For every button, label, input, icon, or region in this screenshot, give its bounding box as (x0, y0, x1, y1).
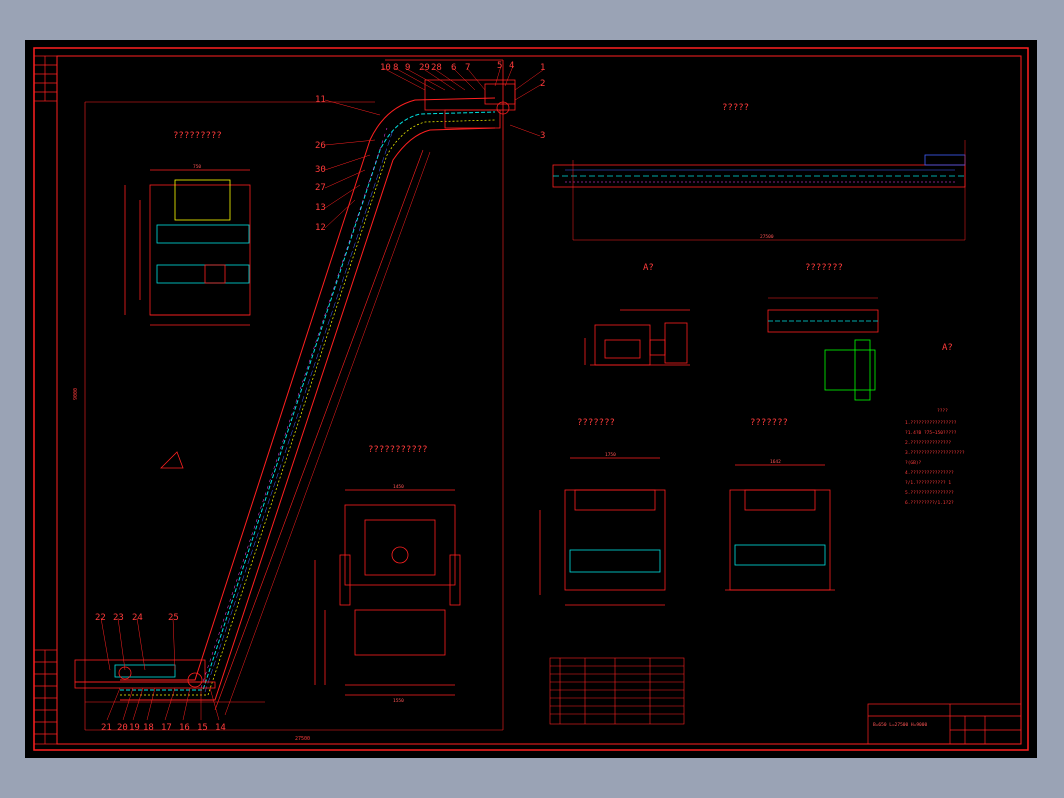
pn-26: 26 (315, 141, 326, 151)
main-elevation-dims (84, 101, 504, 731)
outer-frame (33, 47, 1029, 751)
note-8: 6.?????????/1.1?2? (905, 500, 954, 506)
caption-bottom-2: ??????? (750, 418, 788, 428)
note-5: 4.???????????????? (905, 470, 954, 476)
pn-4: 4 (509, 61, 514, 71)
pn-14: 14 (215, 723, 226, 733)
bottom-section-1 (539, 457, 666, 606)
pn-16: 16 (179, 723, 190, 733)
part-numbers-bottom: 22 23 24 25 21 20 19 18 17 16 15 14 (95, 613, 226, 733)
note-4: ?(GB)? (905, 460, 922, 466)
pn-21: 21 (101, 723, 112, 733)
b2-dim-w6: 1642 (770, 459, 781, 465)
left-leaders (324, 99, 381, 229)
left-strip-bottom (33, 649, 58, 745)
inner-frame (56, 55, 1022, 745)
technical-notes: ???? 1.????????????????? ?1.4?B ?75~150?… (905, 408, 965, 506)
pn-27: 27 (315, 183, 326, 193)
pn-22: 22 (95, 613, 106, 623)
caption-bottom-1: ??????? (577, 418, 615, 428)
bottom-leaders (100, 617, 220, 721)
note-2: 2.??????????????? (905, 440, 951, 446)
left-strip-top (33, 55, 58, 102)
notes-title: ???? (937, 408, 948, 414)
note-1: ?1.4?B ?75~150????? (905, 430, 957, 436)
dim-overall-length: 27500 (295, 736, 310, 742)
direction-icon (160, 451, 184, 469)
note-7: 5.???????????????? (905, 490, 954, 496)
pn-2: 2 (540, 79, 545, 89)
pn-7: 7 (465, 63, 470, 73)
head-leaders (382, 65, 544, 137)
pn-19: 19 (129, 723, 140, 733)
ml-dim-w2: 1450 (393, 484, 404, 490)
pn-24: 24 (132, 613, 143, 623)
part-numbers-top: 10 8 9 29 28 6 7 5 4 1 2 3 (380, 61, 545, 141)
inclined-conveyor (120, 97, 496, 716)
caption-detail-1: ??????? (805, 263, 843, 273)
caption-top-left: ????????? (173, 131, 222, 141)
pn-23: 23 (113, 613, 124, 623)
cad-drawing: 27500 9000 (33, 47, 1029, 751)
parts-table (549, 657, 685, 725)
plan-view (552, 140, 966, 241)
title-block (867, 703, 1022, 745)
caption-a-view-1: A? (643, 263, 654, 273)
ml-dim-w3: 1550 (393, 698, 404, 704)
pn-30: 30 (315, 165, 326, 175)
pn-28: 28 (431, 63, 442, 73)
pn-20: 20 (117, 723, 128, 733)
top-left-section-view (124, 169, 251, 326)
pn-6: 6 (451, 63, 456, 73)
pn-15: 15 (197, 723, 208, 733)
pn-17: 17 (161, 723, 172, 733)
part-numbers-left: 11 26 30 27 13 12 (315, 95, 326, 233)
caption-top-right: ????? (722, 103, 749, 113)
pn-10: 10 (380, 63, 391, 73)
pn-8: 8 (393, 63, 398, 73)
tl-dim-w1: 750 (193, 164, 201, 170)
note-0: 1.????????????????? (905, 420, 957, 426)
plan-dim-length: 27500 (760, 234, 774, 240)
pn-13: 13 (315, 203, 326, 213)
bottom-section-2 (725, 464, 835, 591)
note-6: ?/1.??????????? 1 (905, 480, 951, 486)
head-section (385, 59, 516, 140)
title-drawing-code: B=650 L=27500 H=9000 (873, 722, 927, 728)
pn-1: 1 (540, 63, 545, 73)
detail-drive (767, 297, 879, 401)
pn-11: 11 (315, 95, 326, 105)
pn-25: 25 (168, 613, 179, 623)
pn-29: 29 (419, 63, 430, 73)
note-3: 3.???????????????????? (905, 450, 965, 456)
dim-height: 9000 (73, 388, 79, 400)
a-view-1 (584, 309, 690, 366)
pn-9: 9 (405, 63, 410, 73)
caption-mid-left: ??????????? (368, 445, 428, 455)
drawing-sheet: 27500 9000 (25, 40, 1037, 758)
pn-18: 18 (143, 723, 154, 733)
tail-section (74, 659, 216, 689)
mid-left-section-view (314, 489, 461, 696)
pn-5: 5 (497, 61, 502, 71)
b1-dim-w5: 1750 (605, 452, 616, 458)
pn-3: 3 (540, 131, 545, 141)
caption-a-view-2: A? (942, 343, 953, 353)
pn-12: 12 (315, 223, 326, 233)
